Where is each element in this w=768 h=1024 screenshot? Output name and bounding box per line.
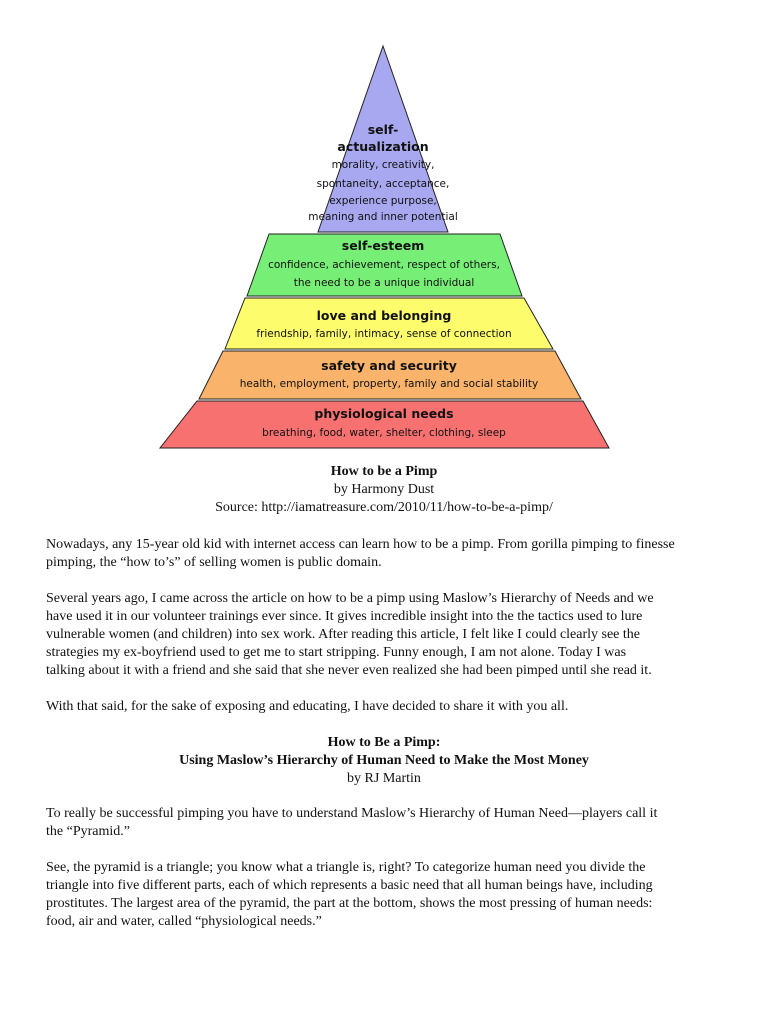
- self-actualization-line-1: morality, creativity,: [332, 159, 435, 171]
- tier-safety-security: [198, 350, 582, 400]
- tier-love-belonging: [224, 297, 554, 350]
- section-author: by RJ Martin: [347, 771, 421, 786]
- self-actualization-title-1: self-: [368, 122, 399, 137]
- paragraph-line: prostitutes. The largest area of the pyr…: [46, 896, 653, 911]
- paragraph-share: With that said, for the sake of exposing…: [46, 698, 736, 716]
- paragraph-line: With that said, for the sake of exposing…: [46, 699, 569, 714]
- physiological-line-1: breathing, food, water, shelter, clothin…: [262, 427, 506, 439]
- article-title: How to be a Pimp: [330, 464, 438, 479]
- paragraph-line: See, the pyramid is a triangle; you know…: [46, 860, 646, 875]
- tier-physiological: [158, 400, 610, 449]
- paragraph-line: vulnerable women (and children) into sex…: [46, 627, 641, 642]
- paragraph-pyramid-intro: To really be successful pimping you have…: [46, 805, 736, 841]
- article-author: by Harmony Dust: [333, 482, 435, 497]
- paragraph-line: pimping, the “how to’s” of selling women…: [46, 555, 382, 570]
- section-subtitle: Using Maslow’s Hierarchy of Human Need t…: [179, 753, 589, 768]
- paragraph-line: strategies my ex-boyfriend used to get m…: [46, 645, 627, 660]
- tier-self-actualization: [317, 44, 449, 233]
- self-actualization-line-4: meaning and inner potential: [308, 211, 458, 223]
- paragraph-line: triangle into five different parts, each…: [46, 878, 653, 893]
- section-title: How to Be a Pimp:: [327, 735, 441, 750]
- safety-security-title: safety and security: [321, 358, 457, 373]
- paragraph-line: Several years ago, I came across the art…: [46, 591, 654, 606]
- tier-self-esteem: [246, 233, 523, 297]
- self-actualization-line-3: experience purpose,: [329, 195, 437, 207]
- article-source: Source: http://iamatreasure.com/2010/11/…: [215, 500, 553, 515]
- paragraph-line: food, air and water, called “physiologic…: [46, 914, 322, 929]
- paragraph-line: talking about it with a friend and she s…: [46, 663, 652, 678]
- physiological-title: physiological needs: [314, 406, 453, 421]
- paragraph-line: To really be successful pimping you have…: [46, 806, 658, 821]
- paragraph-pyramid-explain: See, the pyramid is a triangle; you know…: [46, 859, 736, 931]
- self-actualization-line-2: spontaneity, acceptance,: [317, 178, 450, 190]
- maslow-pyramid-figure: self- actualization morality, creativity…: [158, 44, 610, 449]
- self-esteem-line-2: the need to be a unique individual: [294, 277, 475, 289]
- paragraph-line: have used it in our volunteer trainings …: [46, 609, 643, 624]
- paragraph-line: the “Pyramid.”: [46, 824, 130, 839]
- paragraph-background: Several years ago, I came across the art…: [46, 590, 736, 680]
- safety-security-line-1: health, employment, property, family and…: [240, 378, 538, 390]
- love-belonging-title: love and belonging: [317, 308, 452, 323]
- love-belonging-line-1: friendship, family, intimacy, sense of c…: [256, 328, 511, 340]
- self-actualization-title-2: actualization: [337, 139, 428, 154]
- paragraph-line: Nowadays, any 15-year old kid with inter…: [46, 537, 675, 552]
- self-esteem-title: self-esteem: [342, 238, 424, 253]
- paragraph-intro: Nowadays, any 15-year old kid with inter…: [46, 536, 736, 572]
- self-esteem-line-1: confidence, achievement, respect of othe…: [268, 259, 500, 271]
